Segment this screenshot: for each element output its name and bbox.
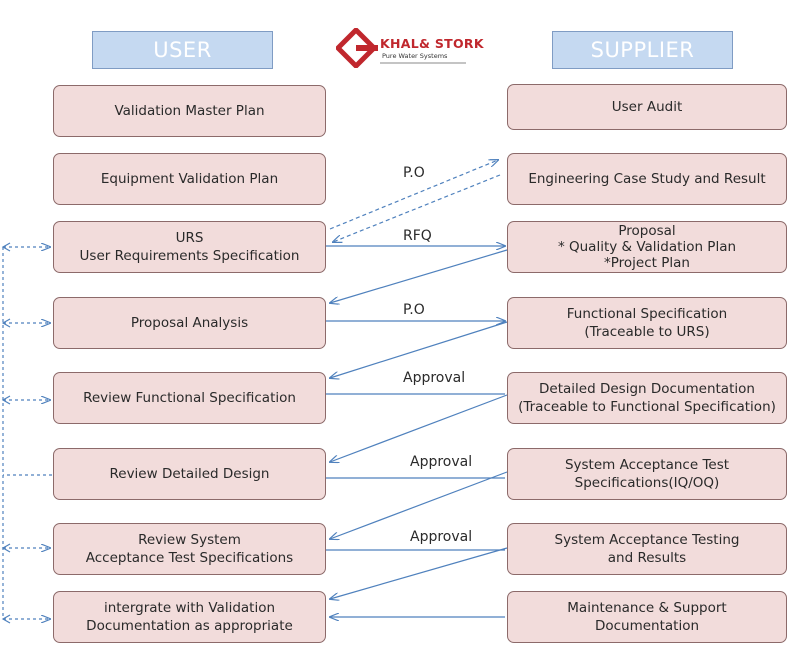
box-line: User Requirements Specification	[79, 248, 300, 264]
connector-label-approval-2: Approval	[410, 454, 473, 470]
user-column-header: USER	[92, 31, 273, 69]
user-step-validation-master-plan: Validation Master Plan	[53, 85, 326, 137]
supplier-step-maintenance-support: Maintenance & Support Documentation	[507, 591, 787, 643]
supplier-step-detailed-design-docs: Detailed Design Documentation (Traceable…	[507, 372, 787, 424]
po-dashed-to-supplier	[329, 160, 498, 230]
box-line: * Quality & Validation Plan	[557, 239, 737, 255]
po-dashed-to-user	[333, 174, 501, 242]
box-line: Documentation	[594, 618, 700, 634]
supplier-step-engineering-case-study: Engineering Case Study and Result	[507, 153, 787, 205]
supplier-step-proposal: Proposal * Quality & Validation Plan *Pr…	[507, 221, 787, 273]
left-arrowhead-proposal-analysis	[1, 318, 11, 328]
box-line: User Audit	[611, 99, 683, 115]
box-line: Review System	[138, 532, 241, 548]
supplier-step-acceptance-test-spec: System Acceptance Test Specifications(IQ…	[507, 448, 787, 500]
proposal-to-analysis-arrow	[330, 249, 508, 303]
user-step-urs: URS User Requirements Specification	[53, 221, 326, 273]
box-line: *Project Plan	[604, 255, 690, 271]
supplier-step-user-audit: User Audit	[507, 84, 787, 130]
dd-to-review-arrow	[330, 394, 508, 462]
logo-mark-icon	[334, 26, 378, 70]
sat-spec-to-review-arrow	[330, 471, 508, 539]
box-line: and Results	[607, 550, 687, 566]
user-step-review-acceptance-test-spec: Review System Acceptance Test Specificat…	[53, 523, 326, 575]
logo-name: KHAL& STORK	[380, 36, 484, 51]
box-line: Equipment Validation Plan	[100, 171, 279, 187]
connector-label-po: P.O	[403, 302, 425, 318]
user-step-integrate-validation-docs: intergrate with Validation Documentation…	[53, 591, 326, 643]
left-arrowhead-review-sat	[1, 543, 11, 553]
box-line: Maintenance & Support	[567, 600, 727, 616]
user-step-equipment-validation-plan: Equipment Validation Plan	[53, 153, 326, 205]
user-step-proposal-analysis: Proposal Analysis	[53, 297, 326, 349]
box-line: intergrate with Validation	[103, 600, 276, 616]
box-line: System Acceptance Testing	[554, 532, 740, 548]
box-line: System Acceptance Test	[564, 457, 730, 473]
company-logo: KHAL& STORK Pure Water Systems	[334, 26, 506, 70]
supplier-step-acceptance-testing-results: System Acceptance Testing and Results	[507, 523, 787, 575]
box-line: Proposal	[618, 223, 676, 239]
user-step-review-functional-spec: Review Functional Specification	[53, 372, 326, 424]
box-line: Acceptance Test Specifications	[85, 550, 294, 566]
box-line: Review Detailed Design	[109, 466, 270, 482]
left-arrowhead-review-fs	[1, 395, 11, 405]
box-line: Validation Master Plan	[114, 103, 265, 119]
connector-label-po-dashed: P.O	[403, 165, 425, 181]
box-line: Detailed Design Documentation	[539, 381, 755, 397]
logo-tagline: Pure Water Systems	[382, 52, 448, 60]
box-line: Functional Specification	[566, 306, 728, 322]
sat-results-to-integrate-arrow	[330, 547, 508, 599]
supplier-step-functional-spec: Functional Specification (Traceable to U…	[507, 297, 787, 349]
box-line: Review Functional Specification	[83, 390, 296, 406]
box-line: URS	[175, 230, 204, 246]
left-arrowhead-integrate	[1, 614, 11, 624]
connector-label-approval-3: Approval	[410, 529, 473, 545]
left-arrowhead-urs	[1, 242, 11, 252]
supplier-column-header: SUPPLIER	[552, 31, 733, 69]
box-line: Documentation as appropriate	[86, 618, 293, 634]
fs-to-review-arrow	[330, 321, 508, 378]
box-line: Specifications(IQ/OQ)	[574, 475, 720, 491]
user-step-review-detailed-design: Review Detailed Design	[53, 448, 326, 500]
box-line: (Traceable to URS)	[584, 324, 710, 340]
logo-underline	[380, 62, 466, 64]
box-line: Engineering Case Study and Result	[528, 171, 766, 187]
box-line: (Traceable to Functional Specification)	[518, 399, 776, 415]
box-line: Proposal Analysis	[130, 315, 249, 331]
connector-label-approval-1: Approval	[403, 370, 466, 386]
connector-label-rfq: RFQ	[403, 228, 432, 244]
